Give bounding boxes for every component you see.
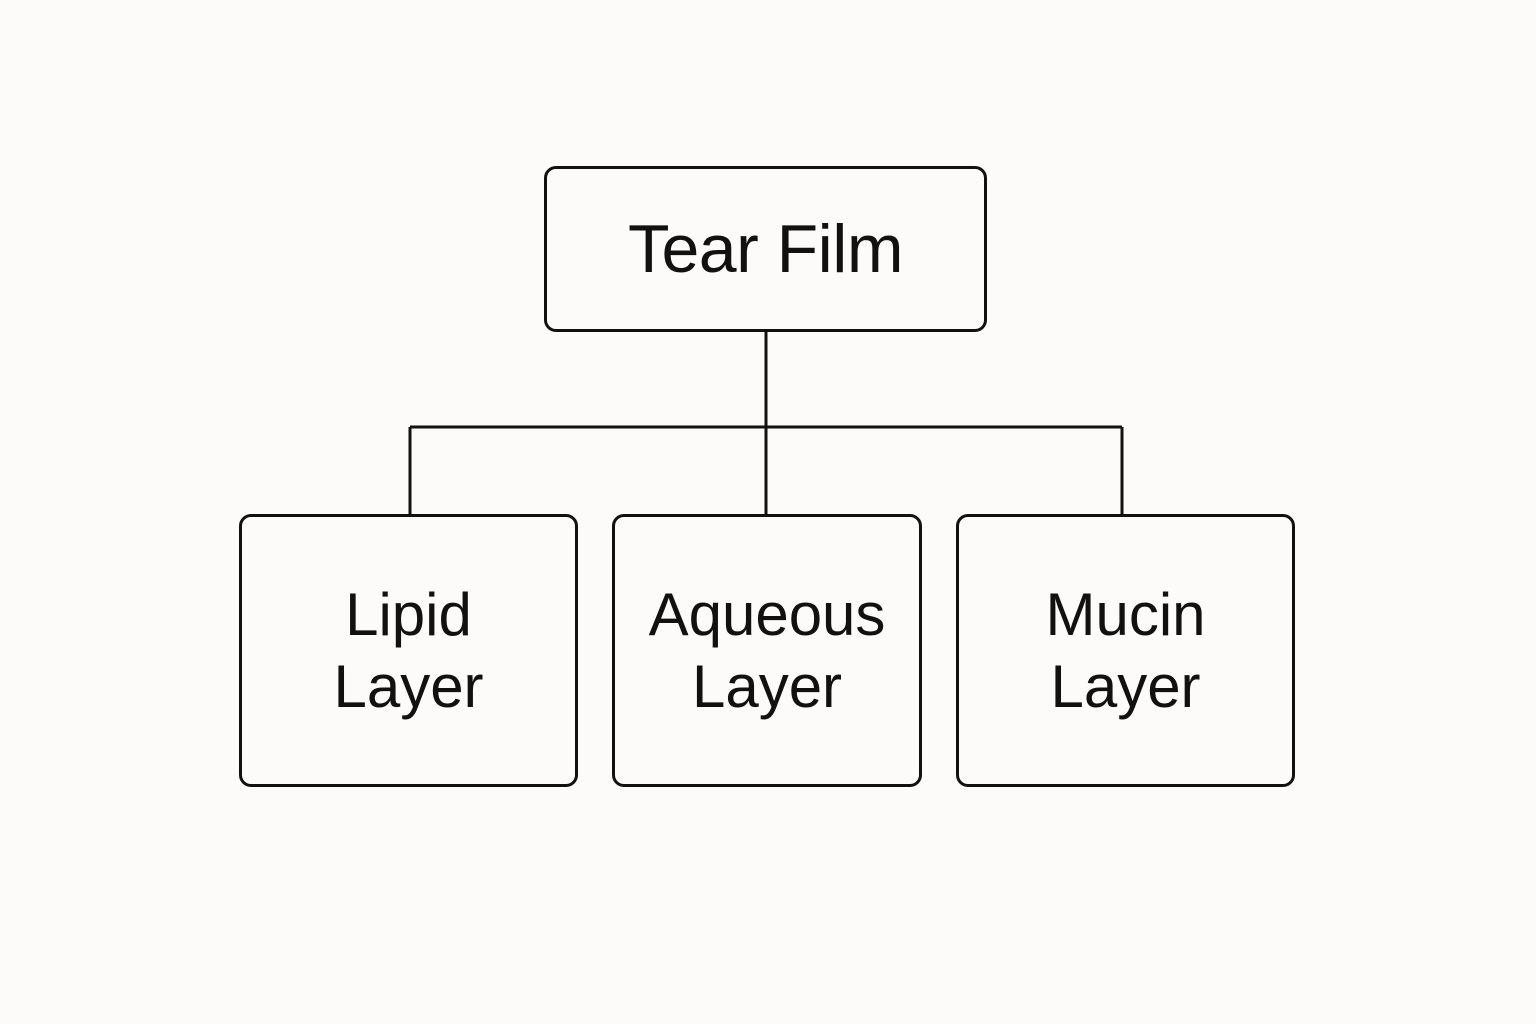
root-node-label: Tear Film [627,211,904,287]
child-node-label-mucin: Mucin Layer [1045,580,1206,720]
root-node-tear-film: Tear Film [544,166,987,332]
child-node-label-aqueous: Aqueous Layer [648,580,886,720]
child-node-aqueous-layer: Aqueous Layer [612,514,922,787]
child-node-label-lipid: Lipid Layer [333,580,484,720]
child-node-lipid-layer: Lipid Layer [239,514,578,787]
child-node-mucin-layer: Mucin Layer [956,514,1295,787]
